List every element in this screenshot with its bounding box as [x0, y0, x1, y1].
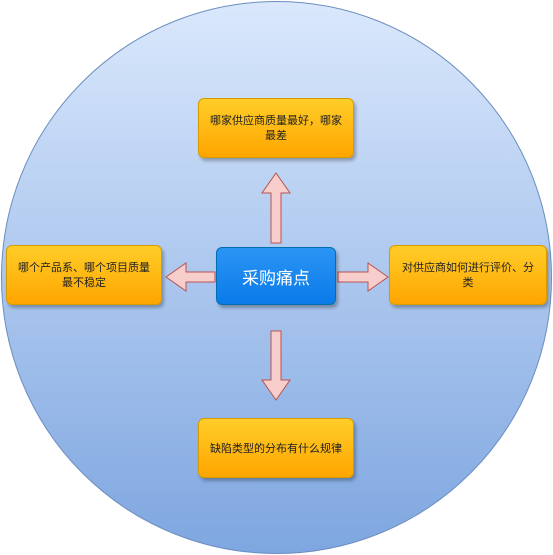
arrow-right [337, 262, 389, 292]
arrow-up [261, 172, 291, 244]
node-right[interactable]: 对供应商如何进行评价、分类 [389, 245, 547, 305]
center-node[interactable]: 采购痛点 [216, 247, 336, 305]
node-bottom[interactable]: 缺陷类型的分布有什么规律 [198, 418, 354, 478]
node-left[interactable]: 哪个产品系、哪个项目质量最不稳定 [6, 245, 162, 305]
node-bottom-label: 缺陷类型的分布有什么规律 [210, 441, 342, 455]
node-top[interactable]: 哪家供应商质量最好，哪家最差 [198, 98, 354, 158]
node-top-label: 哪家供应商质量最好，哪家最差 [210, 114, 342, 142]
center-node-label: 采购痛点 [242, 268, 310, 289]
node-left-label: 哪个产品系、哪个项目质量最不稳定 [18, 261, 150, 289]
arrow-left [165, 262, 216, 292]
node-right-label: 对供应商如何进行评价、分类 [402, 261, 534, 289]
arrow-down [261, 330, 291, 401]
